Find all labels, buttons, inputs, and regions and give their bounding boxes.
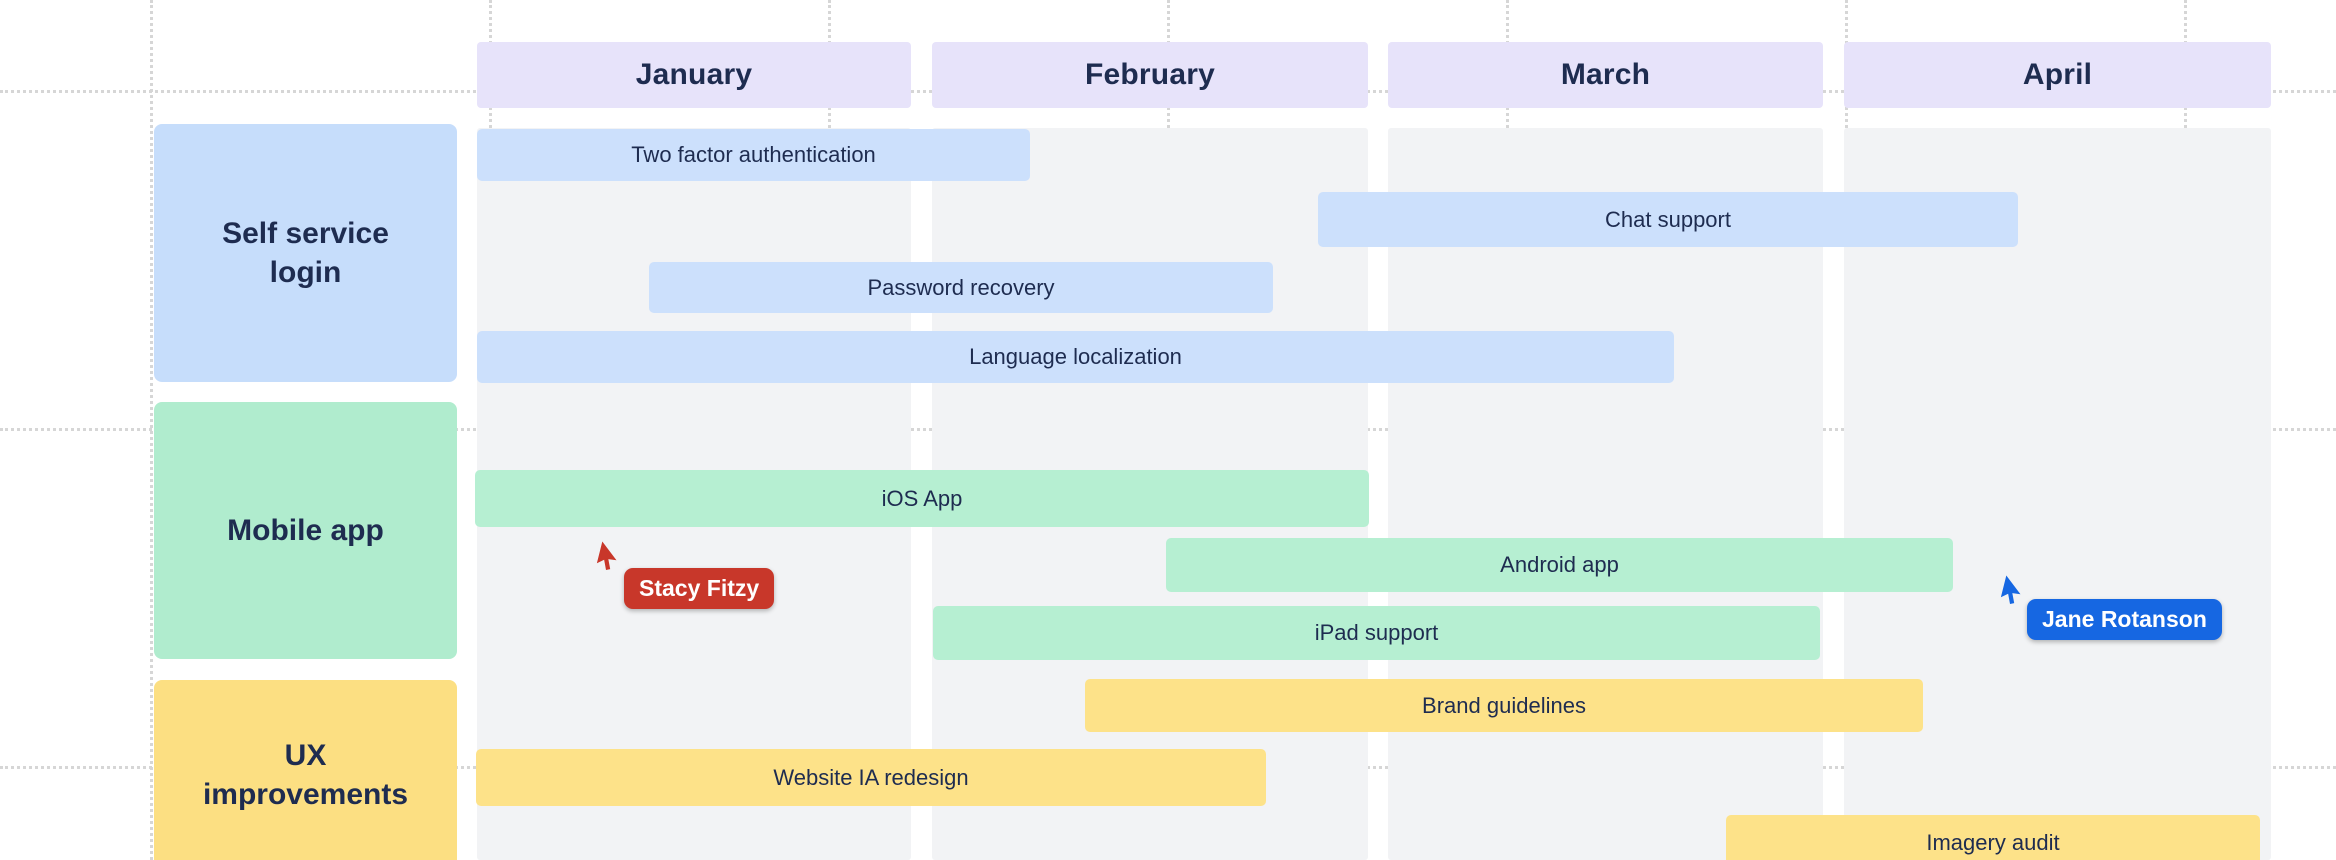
category-box-ux-improvements[interactable]: UX improvements: [154, 680, 457, 860]
month-label: January: [635, 58, 753, 91]
task-bar-ios-app[interactable]: iOS App: [475, 470, 1369, 527]
cursor-name-tag-jane-rotanson: Jane Rotanson: [2027, 599, 2222, 640]
category-label: Self service login: [222, 217, 389, 289]
category-label: Mobile app: [227, 514, 384, 547]
month-header-january[interactable]: January: [477, 42, 911, 108]
task-label: Chat support: [1605, 206, 1731, 232]
task-bar-chat-support[interactable]: Chat support: [1318, 192, 2018, 247]
task-label: Imagery audit: [1926, 829, 2060, 855]
task-bar-imagery-audit[interactable]: Imagery audit: [1726, 815, 2260, 860]
cursor-pointer-icon-jane-rotanson: [2000, 575, 2021, 605]
cursor-name-tag-stacy-fitzy: Stacy Fitzy: [624, 568, 775, 609]
task-bar-password-recovery[interactable]: Password recovery: [649, 262, 1273, 313]
task-bar-website-ia-redesign[interactable]: Website IA redesign: [476, 749, 1266, 806]
task-label: Brand guidelines: [1422, 692, 1586, 718]
column-body-march[interactable]: [1388, 128, 1823, 860]
task-label: Language localization: [969, 344, 1182, 369]
month-header-march[interactable]: March: [1388, 42, 1823, 108]
task-bar-ipad-support[interactable]: iPad support: [933, 606, 1820, 660]
task-label: Password recovery: [867, 274, 1055, 300]
task-bar-language-localization[interactable]: Language localization: [477, 331, 1674, 383]
task-bar-android-app[interactable]: Android app: [1166, 538, 1953, 592]
task-label: Website IA redesign: [773, 764, 969, 790]
cursor-pointer-icon-stacy-fitzy: [596, 541, 617, 571]
task-label: iPad support: [1314, 620, 1439, 645]
month-label: February: [1085, 58, 1215, 91]
task-label: Two factor authentication: [631, 142, 876, 167]
collaborator-name: Stacy Fitzy: [639, 575, 760, 601]
category-box-mobile-app[interactable]: Mobile app: [154, 402, 457, 659]
month-label: March: [1560, 58, 1651, 91]
collaborator-name: Jane Rotanson: [2042, 606, 2207, 632]
month-header-april[interactable]: April: [1844, 42, 2271, 108]
month-label: April: [2022, 58, 2093, 91]
task-bar-brand-guidelines[interactable]: Brand guidelines: [1085, 679, 1923, 732]
column-body-april[interactable]: [1844, 128, 2271, 860]
task-label: Android app: [1500, 552, 1619, 577]
month-header-february[interactable]: February: [932, 42, 1368, 108]
task-bar-two-factor-authentication[interactable]: Two factor authentication: [477, 129, 1030, 181]
category-box-self-service-login[interactable]: Self service login: [154, 124, 457, 382]
category-label: UX improvements: [202, 739, 409, 811]
task-label: iOS App: [881, 485, 963, 511]
